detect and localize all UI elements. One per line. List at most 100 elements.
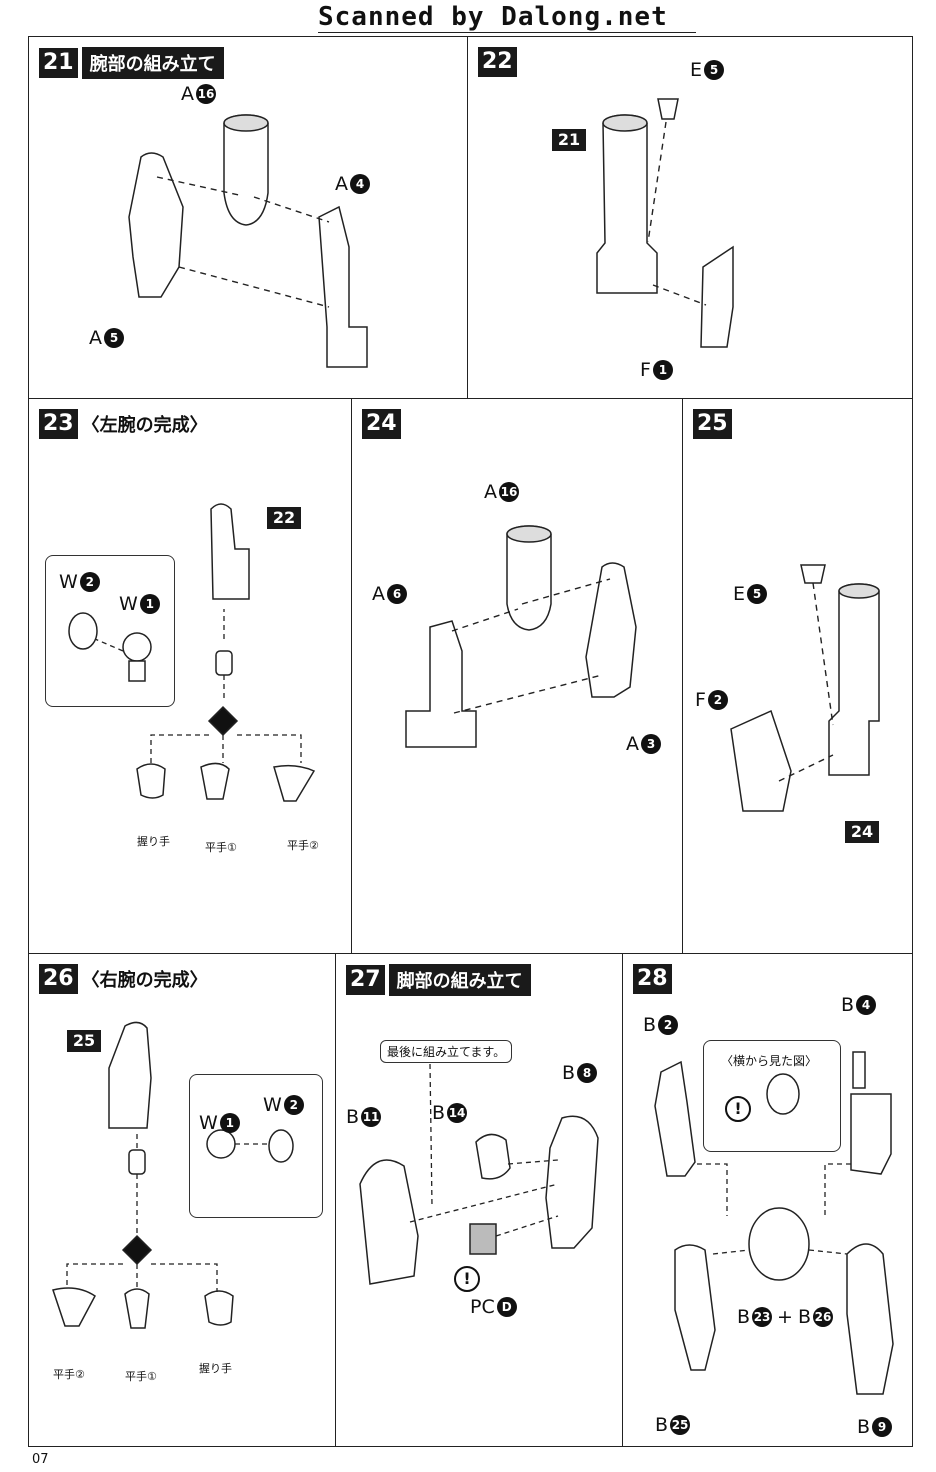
step-21-panel: 21 腕部の組み立て A 16 A 4 A 5 [28, 36, 468, 400]
hand-option-fist: 握り手 [137, 835, 170, 848]
part-b11-label: B 11 [346, 1106, 382, 1128]
reference-step-22: 22 [267, 507, 301, 529]
part-w1-label: W 1 [119, 593, 160, 615]
part-a4-label: A 4 [335, 173, 370, 195]
part-a6-label: A 6 [372, 583, 407, 605]
page-number: 07 [32, 1452, 49, 1467]
side-view-caption: 〈横から見た図〉 [721, 1054, 818, 1068]
step-number: 21 [39, 48, 78, 78]
part-b8-label: B 8 [562, 1062, 598, 1084]
part-number-badge: 1 [652, 360, 673, 380]
step-number: 26 [39, 964, 78, 994]
hand-option-fist: 握り手 [199, 1362, 232, 1375]
part-number-badge: 4 [350, 174, 370, 194]
joint-callout-box [45, 555, 175, 707]
part-number-badge: 16 [196, 84, 216, 104]
hand-option-open-2: 平手② [287, 839, 319, 852]
part-number-badge: 4 [856, 995, 877, 1015]
step-title: 腕部の組み立て [81, 47, 224, 79]
part-number-badge: 5 [104, 328, 124, 348]
part-number-badge: 2 [283, 1095, 304, 1115]
step-title: 〈右腕の完成〉 [81, 970, 208, 991]
part-a3-label: A 3 [626, 733, 661, 755]
scanned-by-watermark: Scanned by Dalong.net [318, 2, 668, 32]
part-number-badge: 23 [752, 1307, 773, 1327]
part-number-badge: 2 [658, 1015, 679, 1035]
part-b14-label: B 14 [432, 1102, 468, 1124]
part-b23-b26-label: B 23 + B 26 [737, 1306, 834, 1328]
part-a16-label: A 16 [484, 481, 519, 503]
part-w1-label: W 1 [199, 1112, 240, 1134]
step-25-panel: 25 E 5 F 2 24 [682, 398, 913, 954]
part-a5-label: A 5 [89, 327, 124, 349]
hand-option-open-1: 平手① [125, 1370, 157, 1383]
arm-assembly-illustration [128, 114, 368, 368]
caution-mark: ! [454, 1266, 480, 1292]
side-view-callout [703, 1040, 841, 1152]
step-27-header: 27 脚部の組み立て [346, 964, 531, 996]
step-24-panel: 24 A 16 A 6 A 3 [351, 398, 683, 954]
step-number: 24 [362, 409, 401, 439]
hand-option-open-2: 平手② [53, 1368, 85, 1381]
reference-step-24: 24 [845, 821, 879, 843]
leg-assembly-2-illustration [654, 1051, 894, 1395]
watermark-underline [318, 32, 696, 33]
step-25-header: 25 [693, 409, 732, 439]
left-arm-completion-illustration [68, 503, 316, 802]
step-number: 23 [39, 409, 78, 439]
part-number-badge: 2 [79, 572, 100, 592]
step-number: 22 [478, 47, 517, 77]
step-23-panel: 23 〈左腕の完成〉 22 W 2 W 1 [28, 398, 352, 954]
part-number-badge: 1 [139, 594, 160, 614]
part-f2-label: F 2 [695, 689, 728, 711]
part-number-badge: 3 [641, 734, 661, 754]
step-28-panel: 28 〈横から見た図〉 B 2 B 4 ! B 23 + B [622, 953, 913, 1447]
part-number-badge: 8 [577, 1063, 598, 1083]
step-26-panel: 26 〈右腕の完成〉 25 W 1 W 2 平手② [28, 953, 336, 1447]
part-b2-label: B 2 [643, 1014, 679, 1036]
caution-icon: ! [725, 1096, 751, 1122]
part-b25-label: B 25 [655, 1414, 691, 1436]
caution-mark: ! [725, 1096, 751, 1122]
arm-part-attachment-2-illustration [730, 564, 880, 812]
part-number-badge: 11 [361, 1107, 382, 1127]
part-number-badge: 5 [747, 584, 768, 604]
step-21-header: 21 腕部の組み立て [39, 47, 224, 79]
step-number: 25 [693, 409, 732, 439]
part-number-badge: 2 [707, 690, 728, 710]
step-22-header: 22 [478, 47, 517, 77]
step-number: 27 [346, 965, 385, 995]
part-number-badge: 9 [872, 1417, 893, 1437]
part-number-badge: 6 [387, 584, 407, 604]
part-number-badge: 26 [813, 1307, 834, 1327]
step-27-panel: 27 脚部の組み立て 最後に組み立てます。 B 8 B 11 B 14 ! PC… [335, 953, 623, 1447]
part-e5-label: E 5 [733, 583, 768, 605]
assembly-note: 最後に組み立てます。 [380, 1040, 513, 1063]
part-number-badge: 14 [447, 1103, 468, 1123]
step-title: 脚部の組み立て [388, 964, 531, 996]
part-number-badge: 25 [670, 1415, 691, 1435]
step-title: 〈左腕の完成〉 [81, 415, 208, 436]
reference-step-25: 25 [67, 1030, 101, 1052]
leg-assembly-illustration [359, 1063, 599, 1285]
step-22-panel: 22 E 5 21 F 1 [467, 36, 913, 400]
part-b4-label: B 4 [841, 994, 877, 1016]
step-number: 28 [633, 964, 672, 994]
part-a16-label: A 16 [181, 83, 216, 105]
caution-icon: ! [454, 1266, 480, 1292]
reference-step-21: 21 [552, 129, 586, 151]
step-28-header: 28 [633, 964, 672, 994]
part-number-badge: 16 [499, 482, 519, 502]
arm-part-attachment-illustration [596, 98, 734, 348]
step-26-header: 26 〈右腕の完成〉 [39, 964, 208, 994]
part-number-badge: 5 [704, 60, 725, 80]
arm-assembly-2-illustration [405, 525, 637, 748]
part-number-badge: D [496, 1297, 517, 1317]
step-23-header: 23 〈左腕の完成〉 [39, 409, 208, 439]
part-w2-label: W 2 [59, 571, 100, 593]
part-f1-label: F 1 [640, 359, 673, 381]
part-b9-label: B 9 [857, 1416, 893, 1438]
part-e5-label: E 5 [690, 59, 725, 81]
step-24-header: 24 [362, 409, 401, 439]
part-number-badge: 1 [219, 1113, 240, 1133]
